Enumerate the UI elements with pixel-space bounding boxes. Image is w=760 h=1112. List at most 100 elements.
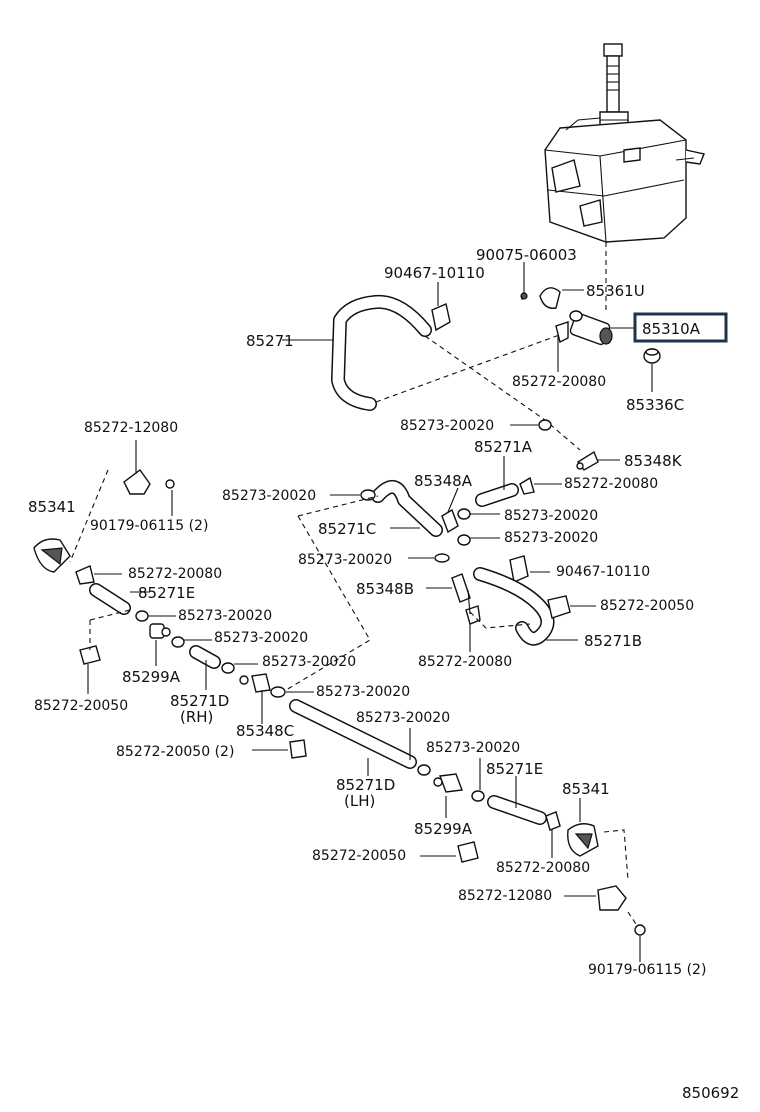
label-85273-20020-f: 85273-20020 [178, 608, 272, 624]
label-85341-a: 85341 [28, 498, 76, 516]
diagram-code: 850692 [682, 1084, 739, 1102]
label-85271e-a: 85271E [138, 584, 195, 602]
clip-85272-20080-a [555, 321, 569, 344]
label-85273-20020-i: 85273-20020 [316, 684, 410, 700]
clamp-85273-20020-j [417, 764, 431, 776]
label-85348b: 85348B [356, 580, 414, 598]
label-90467-10110-b: 90467-10110 [556, 564, 650, 580]
connector-85348a [441, 508, 471, 546]
hose-85271b [473, 567, 555, 646]
label-90179-06115-a: 90179-06115 (2) [90, 518, 208, 534]
clip-85272-20050-d [457, 841, 479, 863]
label-85341-b: 85341 [562, 780, 610, 798]
label-85310a[interactable]: 85310A [642, 320, 701, 338]
label-85273-20020-j: 85273-20020 [356, 710, 450, 726]
nozzle-85341-a [33, 538, 71, 573]
label-85348k: 85348K [624, 452, 683, 470]
clamp-85273-20020-i [270, 686, 286, 698]
label-85271d-rh: 85271D [170, 692, 229, 710]
label-85273-20020-b: 85273-20020 [504, 508, 598, 524]
valve-85299a-b [433, 773, 463, 793]
hose-85271a [475, 483, 519, 507]
dashline-hose-to-pump [375, 333, 563, 403]
clamp-85273-20020-k [471, 790, 485, 802]
clamp-85273-20020-h [221, 662, 235, 674]
clip-85272-20050-c [289, 739, 307, 759]
clip-85272-20050-b [79, 645, 101, 665]
label-85271: 85271 [246, 332, 294, 350]
connector-85348b [451, 573, 471, 603]
label-85272-20050-d: 85272-20050 [312, 848, 406, 864]
hose-85271e-b [487, 795, 547, 825]
label-85272-20080-a: 85272-20080 [512, 374, 606, 390]
dashline-85348b [469, 611, 531, 629]
dashline-nozzle-a [69, 469, 109, 563]
clip-85272-20080-e [545, 811, 561, 831]
bolt-90179-06115-b [634, 924, 646, 936]
part-labels: 90075-06003 90467-10110 85361U 85310A 85… [28, 246, 739, 1102]
label-85273-20020-k: 85273-20020 [426, 740, 520, 756]
label-85272-12080-b: 85272-12080 [458, 888, 552, 904]
connector-85348c [239, 673, 271, 700]
label-85348c: 85348C [236, 722, 294, 740]
label-90179-06115-b: 90179-06115 (2) [588, 962, 706, 978]
label-85271e-b: 85271E [486, 760, 543, 778]
label-85348a: 85348A [414, 472, 473, 490]
leader-lines [87, 262, 653, 962]
label-85272-20080-d: 85272-20080 [418, 654, 512, 670]
label-85271a: 85271A [474, 438, 533, 456]
clamp-85273-20020-f [135, 610, 149, 622]
label-90467-10110-a: 90467-10110 [384, 264, 485, 282]
label-85273-20020-h: 85273-20020 [262, 654, 356, 670]
label-85272-20080-e: 85272-20080 [496, 860, 590, 876]
label-85299a-b: 85299A [414, 820, 473, 838]
hose-85271d-lh [289, 699, 417, 769]
pump-85310a [569, 310, 613, 346]
dashline-boundary-b [285, 515, 371, 691]
washer-tank [544, 43, 705, 243]
label-85299a-a: 85299A [122, 668, 181, 686]
grommet-85336c [643, 348, 661, 364]
dashline-boundary-a [297, 495, 379, 517]
label-rh: (RH) [180, 708, 213, 726]
label-85336c: 85336C [626, 396, 684, 414]
label-85272-20080-b: 85272-20080 [564, 476, 658, 492]
clamp-85273-20020-g [171, 636, 185, 648]
label-lh: (LH) [344, 792, 375, 810]
label-85271d-lh: 85271D [336, 776, 395, 794]
label-85273-20020-a: 85273-20020 [400, 418, 494, 434]
connector-85348k [576, 450, 599, 471]
label-85271b: 85271B [584, 632, 642, 650]
clip-90467-10110-a [431, 303, 451, 332]
clip-90467-10110-b [509, 555, 529, 583]
clip-85272-12080-b [597, 885, 627, 911]
label-85272-20050-c: 85272-20050 (2) [116, 744, 234, 760]
nozzle-85341-b [567, 823, 599, 857]
hose-85271e-a [89, 583, 131, 615]
label-85271c: 85271C [318, 520, 376, 538]
label-85273-20020-c: 85273-20020 [222, 488, 316, 504]
dashline-clip-a [89, 609, 131, 621]
clip-85272-20080-b [519, 476, 535, 495]
label-85272-12080-a: 85272-12080 [84, 420, 178, 436]
bolt-90179-06115-a [165, 479, 175, 489]
clamp-85273-20020-e [434, 553, 450, 563]
label-85272-20050-b: 85272-20050 [34, 698, 128, 714]
clamp-85273-20020-a [538, 419, 552, 431]
dashline-nozzle-b [603, 829, 629, 881]
label-85272-20050-a: 85272-20050 [600, 598, 694, 614]
valve-85299a-a [149, 623, 171, 639]
clip-85361u [539, 287, 561, 309]
label-85272-20080-c: 85272-20080 [128, 566, 222, 582]
label-85273-20020-g: 85273-20020 [214, 630, 308, 646]
label-90075-06003: 90075-06003 [476, 246, 577, 264]
label-85273-20020-e: 85273-20020 [298, 552, 392, 568]
clip-85272-20080-c [75, 565, 95, 585]
label-85273-20020-d: 85273-20020 [504, 530, 598, 546]
clip-85272-12080-a [123, 469, 151, 495]
hose-85271 [331, 294, 432, 411]
hose-85271d-rh [189, 645, 221, 669]
hose-85271c [371, 480, 443, 537]
clip-85272-20050-a [547, 595, 571, 619]
